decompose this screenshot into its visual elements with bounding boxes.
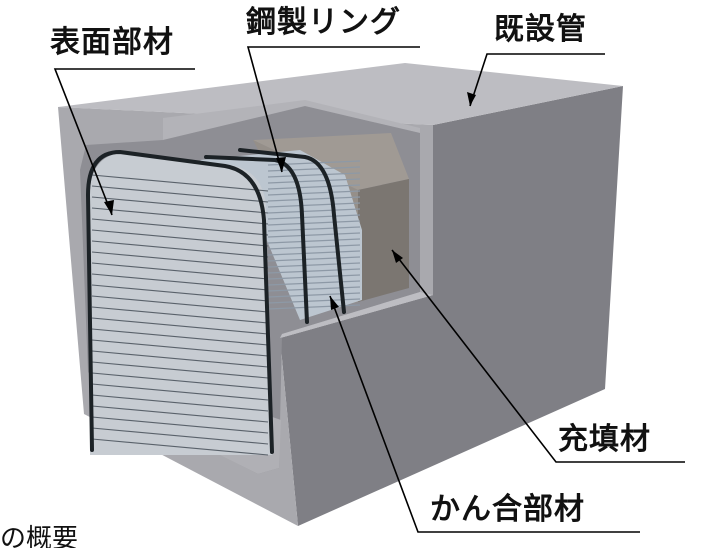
surface-member-stripe (91, 284, 269, 302)
fitting-member-label: かん合部材 (430, 492, 585, 527)
existing-pipe-right-face (280, 86, 623, 526)
mesh-stripe (267, 256, 361, 262)
surface-member-stripe (91, 394, 269, 412)
surface-member-stripe (91, 196, 269, 214)
arrowhead (330, 296, 339, 310)
surface-member-stripe (91, 229, 269, 247)
mesh-stripe (267, 226, 361, 232)
filler-leader (391, 249, 685, 463)
mesh-stripe (267, 286, 361, 292)
steel-ring-1 (85, 149, 274, 454)
filler-front (358, 179, 409, 302)
surface-member-stripe (91, 207, 269, 225)
surface-member-stripe (91, 438, 269, 456)
mesh-stripe (267, 232, 361, 238)
steel-ring-3 (238, 148, 346, 314)
surface-member-stripe (91, 317, 269, 335)
mesh-stripe (267, 220, 361, 226)
mesh-stripe (267, 280, 361, 286)
surface-member-stripe (91, 416, 269, 434)
surface-member-stripe (91, 185, 269, 203)
surface-member-stripe (91, 372, 269, 390)
surface-member-stripe (91, 350, 269, 368)
surface-member-stripe (91, 218, 269, 236)
surface-member-leader (53, 68, 195, 216)
existing-pipe-leader (469, 53, 605, 107)
mesh-stripe (267, 268, 361, 274)
mesh-stripe (267, 208, 361, 214)
steel-ring-2 (204, 155, 309, 324)
mesh-stripe (267, 190, 361, 196)
steel-ring-leader (246, 46, 420, 173)
arrowhead (104, 200, 114, 215)
surface-member-stripe (91, 174, 269, 192)
mesh-stripe (267, 166, 361, 172)
surface-member-stripe (91, 361, 269, 379)
existing-pipe-label: 既設管 (494, 12, 587, 47)
surface-member-stripe (91, 405, 269, 423)
arrowhead (276, 157, 286, 172)
mesh-stripe (267, 262, 361, 268)
surface-member-panel (90, 152, 272, 455)
fitting-member-leader (329, 295, 640, 533)
surface-member-label: 表面部材 (50, 25, 174, 60)
mesh-stripe (267, 172, 361, 178)
surface-member-stripe (91, 328, 269, 346)
mesh-stripe (267, 238, 361, 244)
surface-member-stripe (91, 273, 269, 291)
figure-caption: の概要 (0, 524, 79, 548)
mesh-stripe (267, 202, 361, 208)
surface-member-stripe (91, 339, 269, 357)
filler-label: 充填材 (558, 422, 651, 457)
mesh-stripe (267, 244, 361, 250)
arrowhead (392, 250, 403, 263)
surface-member-stripe (91, 295, 269, 313)
mesh-stripe (267, 292, 361, 298)
surface-member-stripe (91, 240, 269, 258)
existing-pipe-top-face (58, 63, 623, 125)
surface-member-stripe (91, 262, 269, 280)
steel-ring-label: 鋼製リング (246, 5, 401, 40)
surface-member-stripe (91, 251, 269, 269)
surface-member-stripe (91, 427, 269, 445)
mesh-stripe (267, 178, 361, 184)
mesh-stripe (267, 274, 361, 280)
existing-pipe-inner-top (163, 100, 420, 140)
mesh-stripe (267, 196, 361, 202)
surface-member-stripe (91, 306, 269, 324)
mesh-stripe (267, 184, 361, 190)
surface-member-stripe (91, 383, 269, 401)
filler-top (253, 133, 409, 190)
mesh-stripe (267, 250, 361, 256)
mesh-stripe (267, 214, 361, 220)
lower-wall-top (280, 292, 433, 338)
arrowhead (467, 92, 476, 106)
